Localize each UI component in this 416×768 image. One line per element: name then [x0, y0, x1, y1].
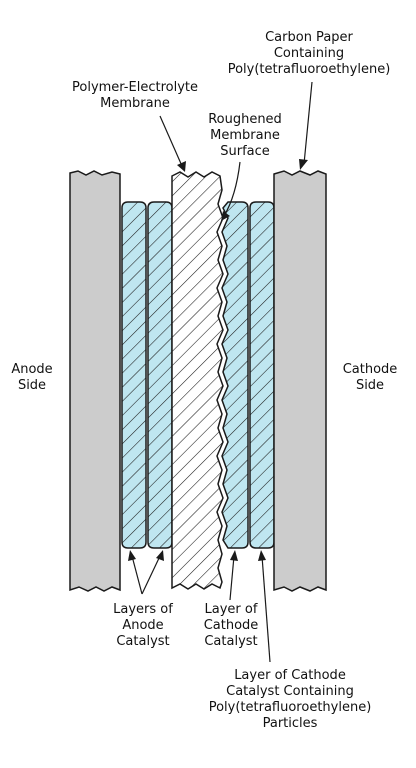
ptfe-catalyst-label: Layer of Cathode Catalyst Containing Pol…: [208, 668, 372, 731]
arrowhead-anode-catalyst-1: [128, 550, 136, 561]
arrowhead-roughened-surface: [221, 211, 230, 221]
arrowhead-anode-catalyst-2: [156, 550, 164, 561]
arrowhead-carbon-paper: [299, 159, 308, 170]
arrowhead-membrane: [177, 161, 186, 172]
arrowhead-ptfe-catalyst: [258, 550, 266, 561]
cathode-side-label: Cathode Side: [342, 362, 398, 393]
leader-line-roughened-surface: [223, 161, 241, 217]
membrane-label: Polymer-Electrolyte Membrane: [72, 80, 198, 111]
roughened-surface-label: Roughened Membrane Surface: [208, 112, 282, 159]
polymer-electrolyte-membrane-hatch: [172, 172, 223, 589]
arrowhead-cathode-catalyst: [230, 550, 238, 561]
leader-line-cathode-catalyst: [229, 555, 235, 601]
cathode-carbon-paper: [273, 170, 327, 592]
anode-carbon-paper: [69, 170, 121, 592]
leader-line-ptfe-catalyst: [261, 555, 271, 663]
anode-side-label: Anode Side: [11, 362, 53, 393]
leader-line-anode-catalyst-2: [141, 555, 161, 595]
cathode-ptfe-catalyst-layer-hatch: [250, 202, 274, 548]
leader-line-carbon-paper: [303, 81, 313, 165]
cathode-catalyst-layer-hatch: [222, 202, 248, 548]
cathode-catalyst-label: Layer of Cathode Catalyst: [203, 602, 259, 649]
anode-catalyst-label: Layers of Anode Catalyst: [113, 602, 173, 649]
carbon-paper-label: Carbon Paper Containing Poly(tetrafluoro…: [227, 30, 391, 77]
leader-line-anode-catalyst-1: [131, 555, 143, 595]
anode-catalyst-layer-2-hatch: [148, 202, 172, 548]
anode-catalyst-layer-1-hatch: [122, 202, 146, 548]
leader-line-membrane: [159, 115, 183, 167]
